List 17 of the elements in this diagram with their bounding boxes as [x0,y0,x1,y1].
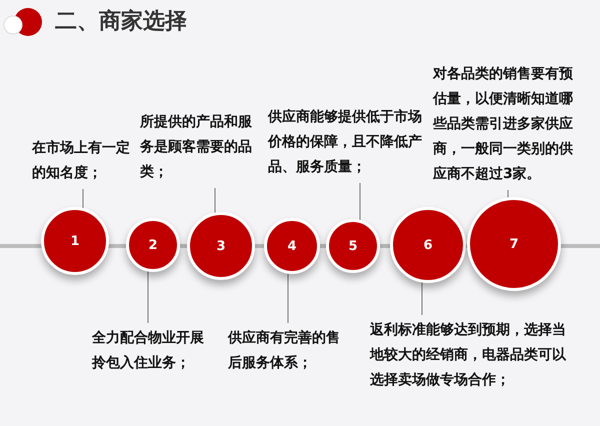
criterion-text: 供应商能够提供低于市场价格的保障，且不降低产品、服务质量； [268,105,426,180]
leader-line [82,188,84,208]
numbered-circle: 5 [326,219,380,273]
criterion-text: 返利标准能够达到预期，选择当地较大的经销商，电器品类可以选择卖场做专场合作； [370,318,570,393]
numbered-circle: 2 [126,218,180,272]
criterion-text: 所提供的产品和服务是顾客需要的品类； [140,110,256,185]
numbered-circle: 6 [390,207,466,283]
numbered-circle: 3 [187,212,255,280]
numbered-circle: 7 [467,197,561,291]
leader-line [214,188,216,214]
criterion-text: 对各品类的销售要有预估量，以便清晰知道哪些品类需引进多家供应商，一般同一类别的供应商不超过3家。 [433,62,578,187]
criterion-text: 供应商有完善的售后服务体系； [228,326,344,376]
numbered-circle: 1 [41,207,109,275]
title: 二、商家选择 [55,8,187,36]
criterion-text: 全力配合物业开展拎包入住业务； [92,326,208,376]
criterion-text: 在市场上有一定的知名度； [32,136,134,186]
numbered-circle: 4 [264,218,320,274]
